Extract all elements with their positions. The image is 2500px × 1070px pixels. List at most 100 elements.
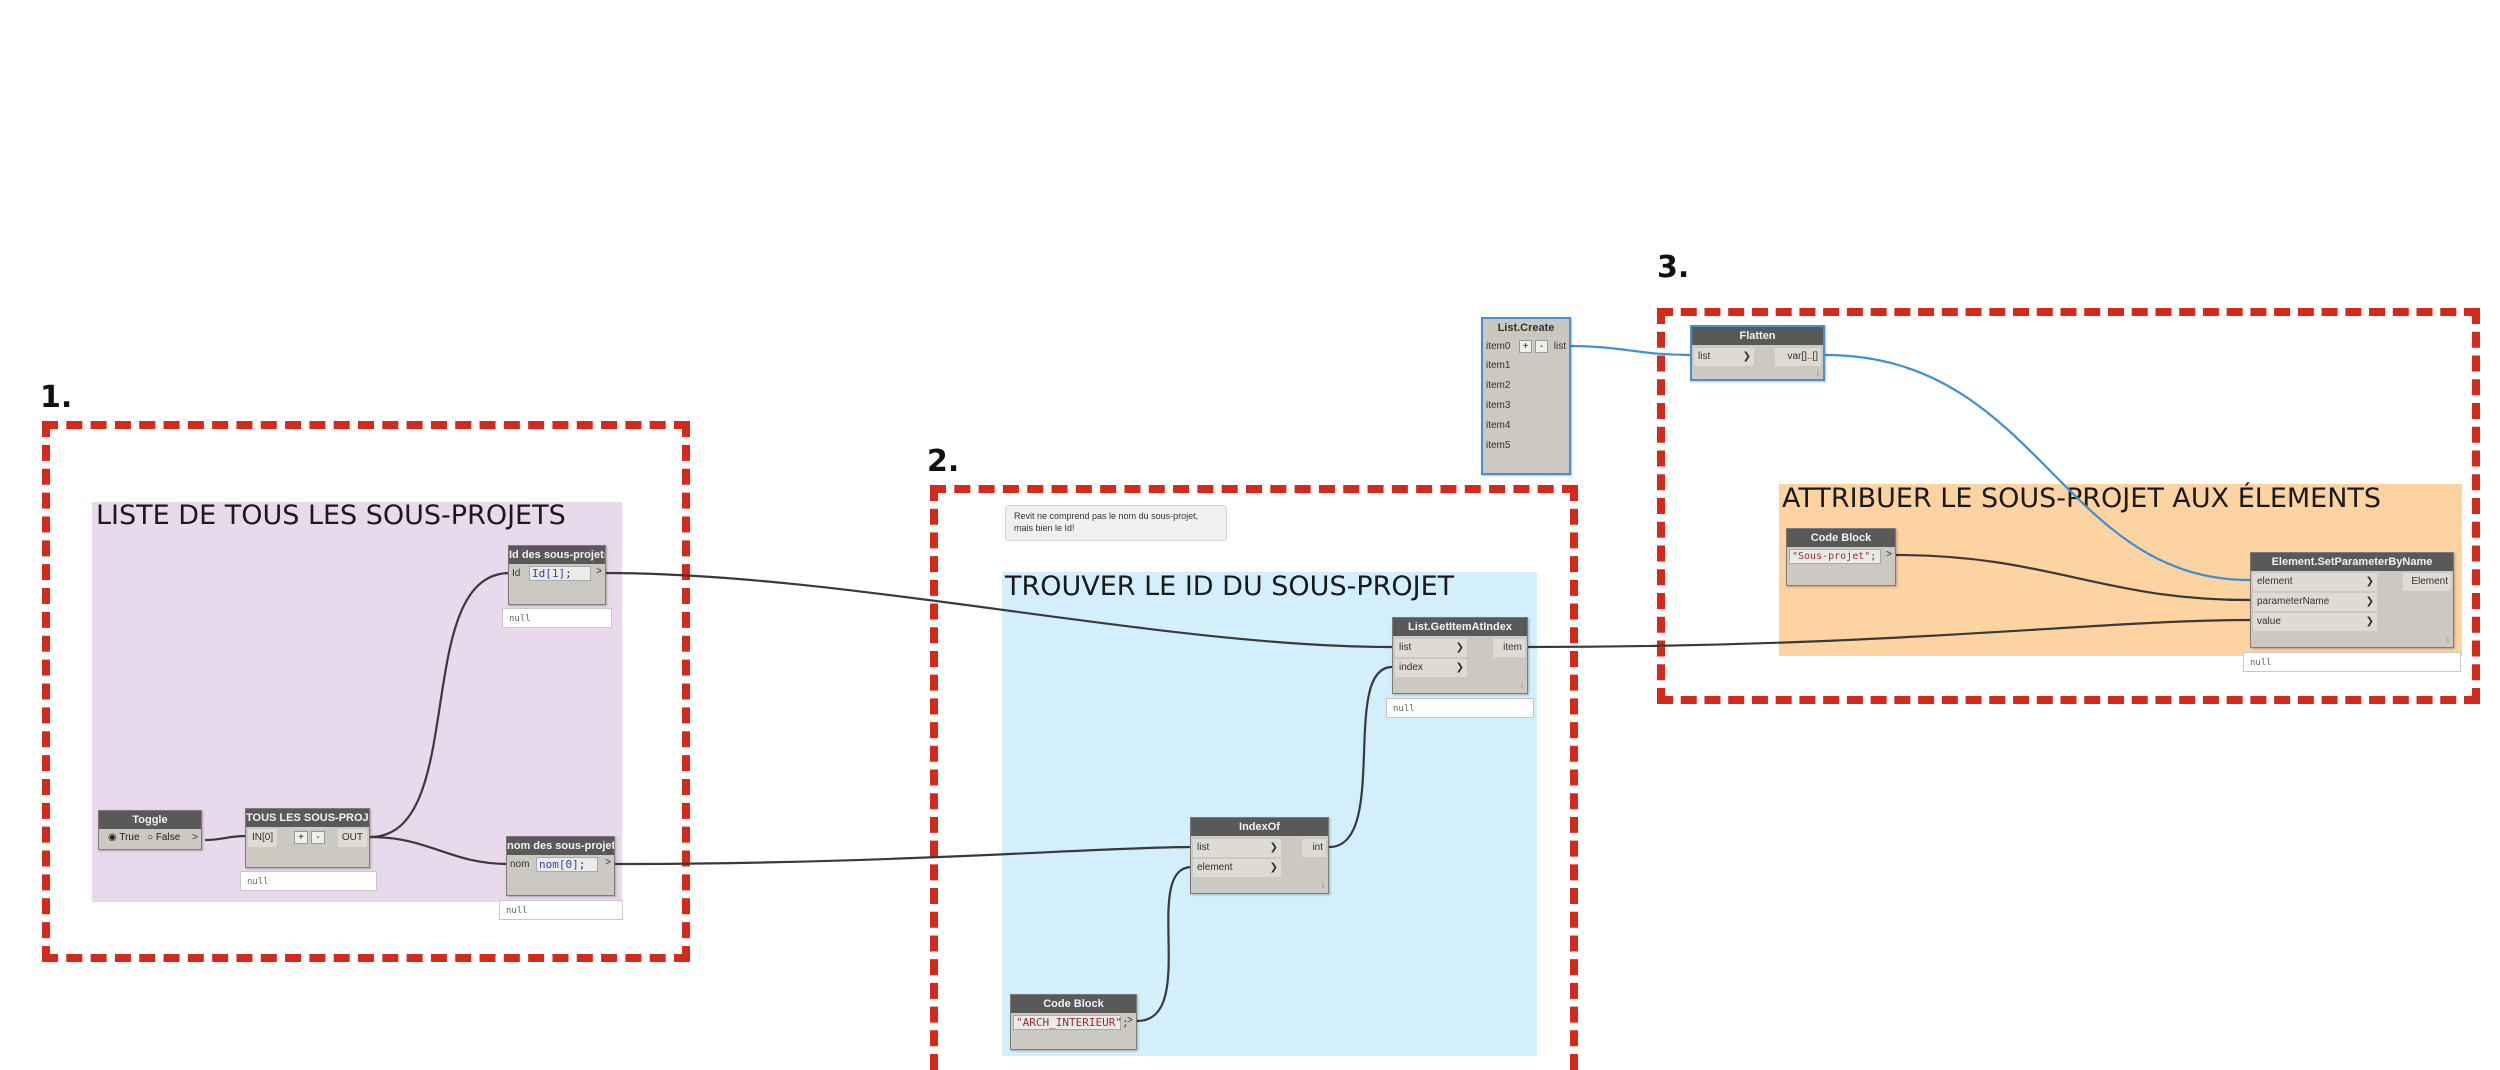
output-port-item[interactable]: item: [1493, 639, 1525, 657]
chevron-right-icon: ❯: [1269, 842, 1278, 853]
code-field[interactable]: "Sous-projet";: [1789, 549, 1881, 564]
node-title: List.GetItemAtIndex: [1393, 618, 1527, 636]
node-toggle[interactable]: Toggle ◉ True ○ False >: [98, 810, 202, 850]
code-identifier: nom: [539, 858, 559, 871]
step-label-1: 1.: [40, 380, 73, 415]
node-title: Element.SetParameterByName: [2251, 553, 2453, 571]
node-title: Code Block: [1787, 529, 1895, 547]
region-step-2: [930, 485, 1578, 1070]
node-title: nom des sous-projets: [507, 837, 614, 855]
input-port-element[interactable]: element ❯: [2253, 573, 2377, 591]
code-field[interactable]: Id[1];: [529, 566, 591, 581]
port-label: value: [2257, 616, 2281, 627]
preview-getitem: null: [1386, 698, 1534, 718]
node-flatten[interactable]: Flatten list ❯ var[]..[] ⁞: [1690, 325, 1825, 381]
chevron-right-icon: ❯: [1455, 662, 1464, 673]
node-title: Flatten: [1692, 327, 1823, 345]
input-port-item1[interactable]: item1: [1486, 360, 1511, 371]
code-index: [1]: [545, 567, 566, 580]
input-port-in0[interactable]: IN[0]: [248, 829, 278, 847]
port-label: list: [1698, 351, 1711, 362]
node-title: TOUS LES SOUS-PROJETS: [246, 809, 369, 827]
port-label: index: [1399, 662, 1423, 673]
output-port-int[interactable]: int: [1302, 839, 1326, 857]
preview-nom: null: [499, 900, 623, 920]
code-index: [0]: [558, 858, 579, 871]
output-port[interactable]: >: [1886, 549, 1892, 560]
port-label: parameterName: [2257, 596, 2330, 607]
remove-input-button[interactable]: -: [311, 831, 325, 844]
region-step-1: [42, 421, 690, 962]
input-port-element[interactable]: element ❯: [1193, 859, 1281, 877]
radio-true-label: True: [119, 832, 140, 843]
code-field[interactable]: nom[0];: [536, 857, 598, 872]
output-port-element[interactable]: Element: [2403, 573, 2451, 591]
port-label: element: [2257, 576, 2293, 587]
node-list-getitematindex[interactable]: List.GetItemAtIndex list ❯ index ❯ item …: [1392, 617, 1528, 694]
input-port-item4[interactable]: item4: [1486, 420, 1511, 431]
input-port-list[interactable]: list ❯: [1193, 839, 1281, 857]
code-identifier: Id: [532, 567, 546, 580]
node-nom-sous-projets[interactable]: nom des sous-projets nom nom[0]; >: [506, 836, 615, 896]
input-port-list[interactable]: list ❯: [1395, 639, 1467, 657]
group-title-liste: LISTE DE TOUS LES SOUS-PROJETS: [96, 500, 566, 531]
step-label-3: 3.: [1657, 250, 1690, 285]
radio-false[interactable]: ○ False: [147, 832, 180, 843]
node-title: IndexOf: [1191, 818, 1328, 836]
preview-setparam: null: [2243, 652, 2461, 672]
input-port-nom[interactable]: nom: [510, 859, 530, 870]
region-step-3: [1657, 308, 2480, 704]
preview-tous: null: [240, 871, 377, 891]
input-port-item2[interactable]: item2: [1486, 380, 1511, 391]
input-port-id[interactable]: Id: [512, 568, 521, 579]
chevron-right-icon: ❯: [2365, 576, 2374, 587]
chevron-right-icon: ❯: [1742, 351, 1751, 362]
radio-true[interactable]: ◉ True: [108, 832, 140, 843]
output-port[interactable]: >: [1127, 1015, 1133, 1026]
output-port[interactable]: >: [192, 832, 198, 843]
preview-id: null: [502, 608, 612, 628]
lacing-icon[interactable]: ⁞: [1322, 883, 1324, 890]
input-port-item3[interactable]: item3: [1486, 400, 1511, 411]
port-label: list: [1197, 842, 1210, 853]
code-field[interactable]: "ARCH_INTERIEUR";: [1013, 1015, 1129, 1030]
add-input-button[interactable]: +: [294, 831, 308, 844]
radio-false-label: False: [155, 832, 181, 843]
output-port-out[interactable]: OUT: [337, 829, 367, 847]
code-end: ;: [565, 567, 572, 580]
output-port[interactable]: >: [605, 857, 611, 868]
node-title: Id des sous-projets: [509, 546, 605, 564]
input-port-index[interactable]: index ❯: [1395, 659, 1467, 677]
node-title: Code Block: [1011, 995, 1136, 1013]
lacing-icon[interactable]: ⁞: [1521, 683, 1523, 690]
node-indexof[interactable]: IndexOf list ❯ element ❯ int ⁞: [1190, 817, 1329, 894]
port-label: list: [1399, 642, 1412, 653]
input-port-list[interactable]: list ❯: [1694, 348, 1754, 366]
lacing-icon[interactable]: ⁞: [1817, 371, 1819, 378]
radio-unselected-icon: ○: [147, 832, 154, 843]
port-label: element: [1197, 862, 1233, 873]
output-port[interactable]: >: [596, 566, 602, 577]
output-port-var[interactable]: var[]..[]: [1775, 348, 1821, 366]
remove-input-button[interactable]: -: [1535, 340, 1548, 353]
step-label-2: 2.: [927, 444, 960, 479]
node-code-block-sous-projet[interactable]: Code Block "Sous-projet"; >: [1786, 528, 1896, 586]
output-port-list[interactable]: list: [1553, 341, 1566, 352]
add-input-button[interactable]: +: [1519, 340, 1532, 353]
code-end: ;: [578, 858, 586, 871]
node-id-sous-projets[interactable]: Id des sous-projets Id Id[1]; >: [508, 545, 606, 605]
chevron-right-icon: ❯: [2365, 616, 2374, 627]
input-port-value[interactable]: value ❯: [2253, 613, 2377, 631]
note-revit[interactable]: Revit ne comprend pas le nom du sous-pro…: [1005, 505, 1227, 541]
node-code-block-arch[interactable]: Code Block "ARCH_INTERIEUR"; >: [1010, 994, 1137, 1050]
input-port-item5[interactable]: item5: [1486, 440, 1511, 451]
input-port-parametername[interactable]: parameterName ❯: [2253, 593, 2377, 611]
node-title: Toggle: [99, 811, 201, 829]
node-element-setparameterbyname[interactable]: Element.SetParameterByName element ❯ par…: [2250, 552, 2454, 648]
input-port-item0[interactable]: item0: [1486, 341, 1511, 352]
lacing-icon[interactable]: ⁞: [2447, 638, 2449, 645]
chevron-right-icon: ❯: [1269, 862, 1278, 873]
node-tous-sous-projets[interactable]: TOUS LES SOUS-PROJETS IN[0] + - OUT: [245, 808, 370, 868]
node-list-create[interactable]: List.Create item0 + - list item1 item2 i…: [1481, 317, 1571, 475]
chevron-right-icon: ❯: [1455, 642, 1464, 653]
